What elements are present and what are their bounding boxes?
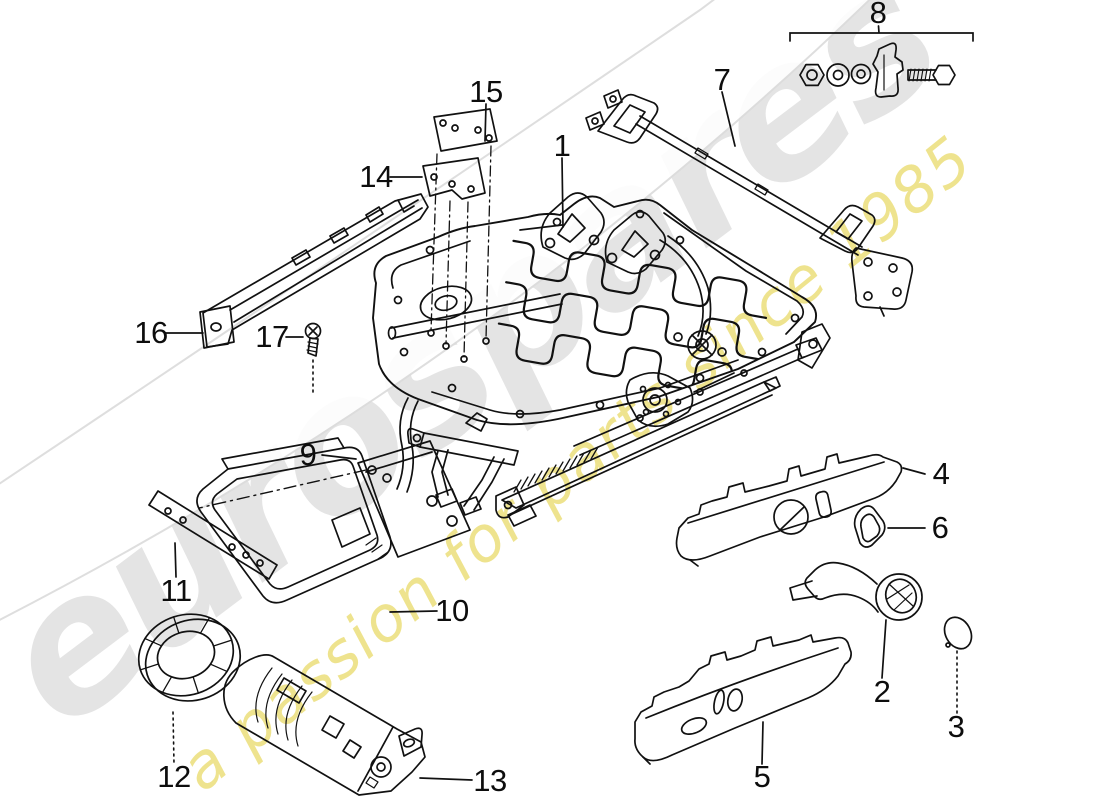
leader-7	[721, 91, 736, 147]
part-5-trim	[634, 634, 852, 765]
part-16-rail	[199, 193, 429, 349]
leader-2	[881, 619, 887, 679]
leader-5	[761, 721, 764, 765]
part-17-screw	[304, 322, 322, 357]
part-1-seat-frame	[372, 192, 818, 426]
leader-1	[561, 157, 564, 228]
part-13-extinguisher	[223, 654, 426, 796]
frame-holes	[393, 209, 800, 419]
part-11-strip	[148, 490, 278, 580]
part-14-plate	[422, 157, 486, 200]
leader-8-bracket	[789, 25, 974, 42]
leader-11	[174, 542, 177, 578]
clamp-piece	[872, 42, 904, 98]
leader-9-dashdot	[198, 469, 367, 509]
leader-12-dotted	[172, 711, 175, 765]
assembly-axis-lines	[430, 145, 492, 358]
part-7-crossbar	[585, 89, 914, 317]
part-2-handle	[789, 561, 923, 621]
watermark-layer: eurospares a passion for parts since 198…	[0, 0, 987, 800]
part-8-hardware	[799, 42, 956, 98]
line-art	[137, 42, 973, 796]
seat-springs	[497, 239, 768, 402]
bolt-head	[932, 64, 956, 86]
leader-9	[321, 454, 357, 460]
part-3-cap	[943, 616, 973, 650]
leader-15	[484, 103, 487, 142]
leader-lines	[164, 25, 974, 781]
rack-teeth	[513, 446, 599, 493]
leader-4	[902, 467, 926, 475]
washer-1	[826, 63, 850, 87]
watermark-swoosh	[0, 0, 871, 621]
part-9-bracket	[357, 412, 519, 558]
part-15-plate	[433, 108, 498, 152]
nut	[799, 63, 825, 87]
washer-2	[850, 63, 872, 85]
leader-10	[389, 610, 438, 613]
part-6-bezel	[853, 505, 886, 548]
leader-13	[419, 777, 473, 781]
part-12-ring	[137, 613, 242, 702]
part-10-tray	[196, 437, 392, 604]
part-4-trim	[675, 453, 903, 567]
